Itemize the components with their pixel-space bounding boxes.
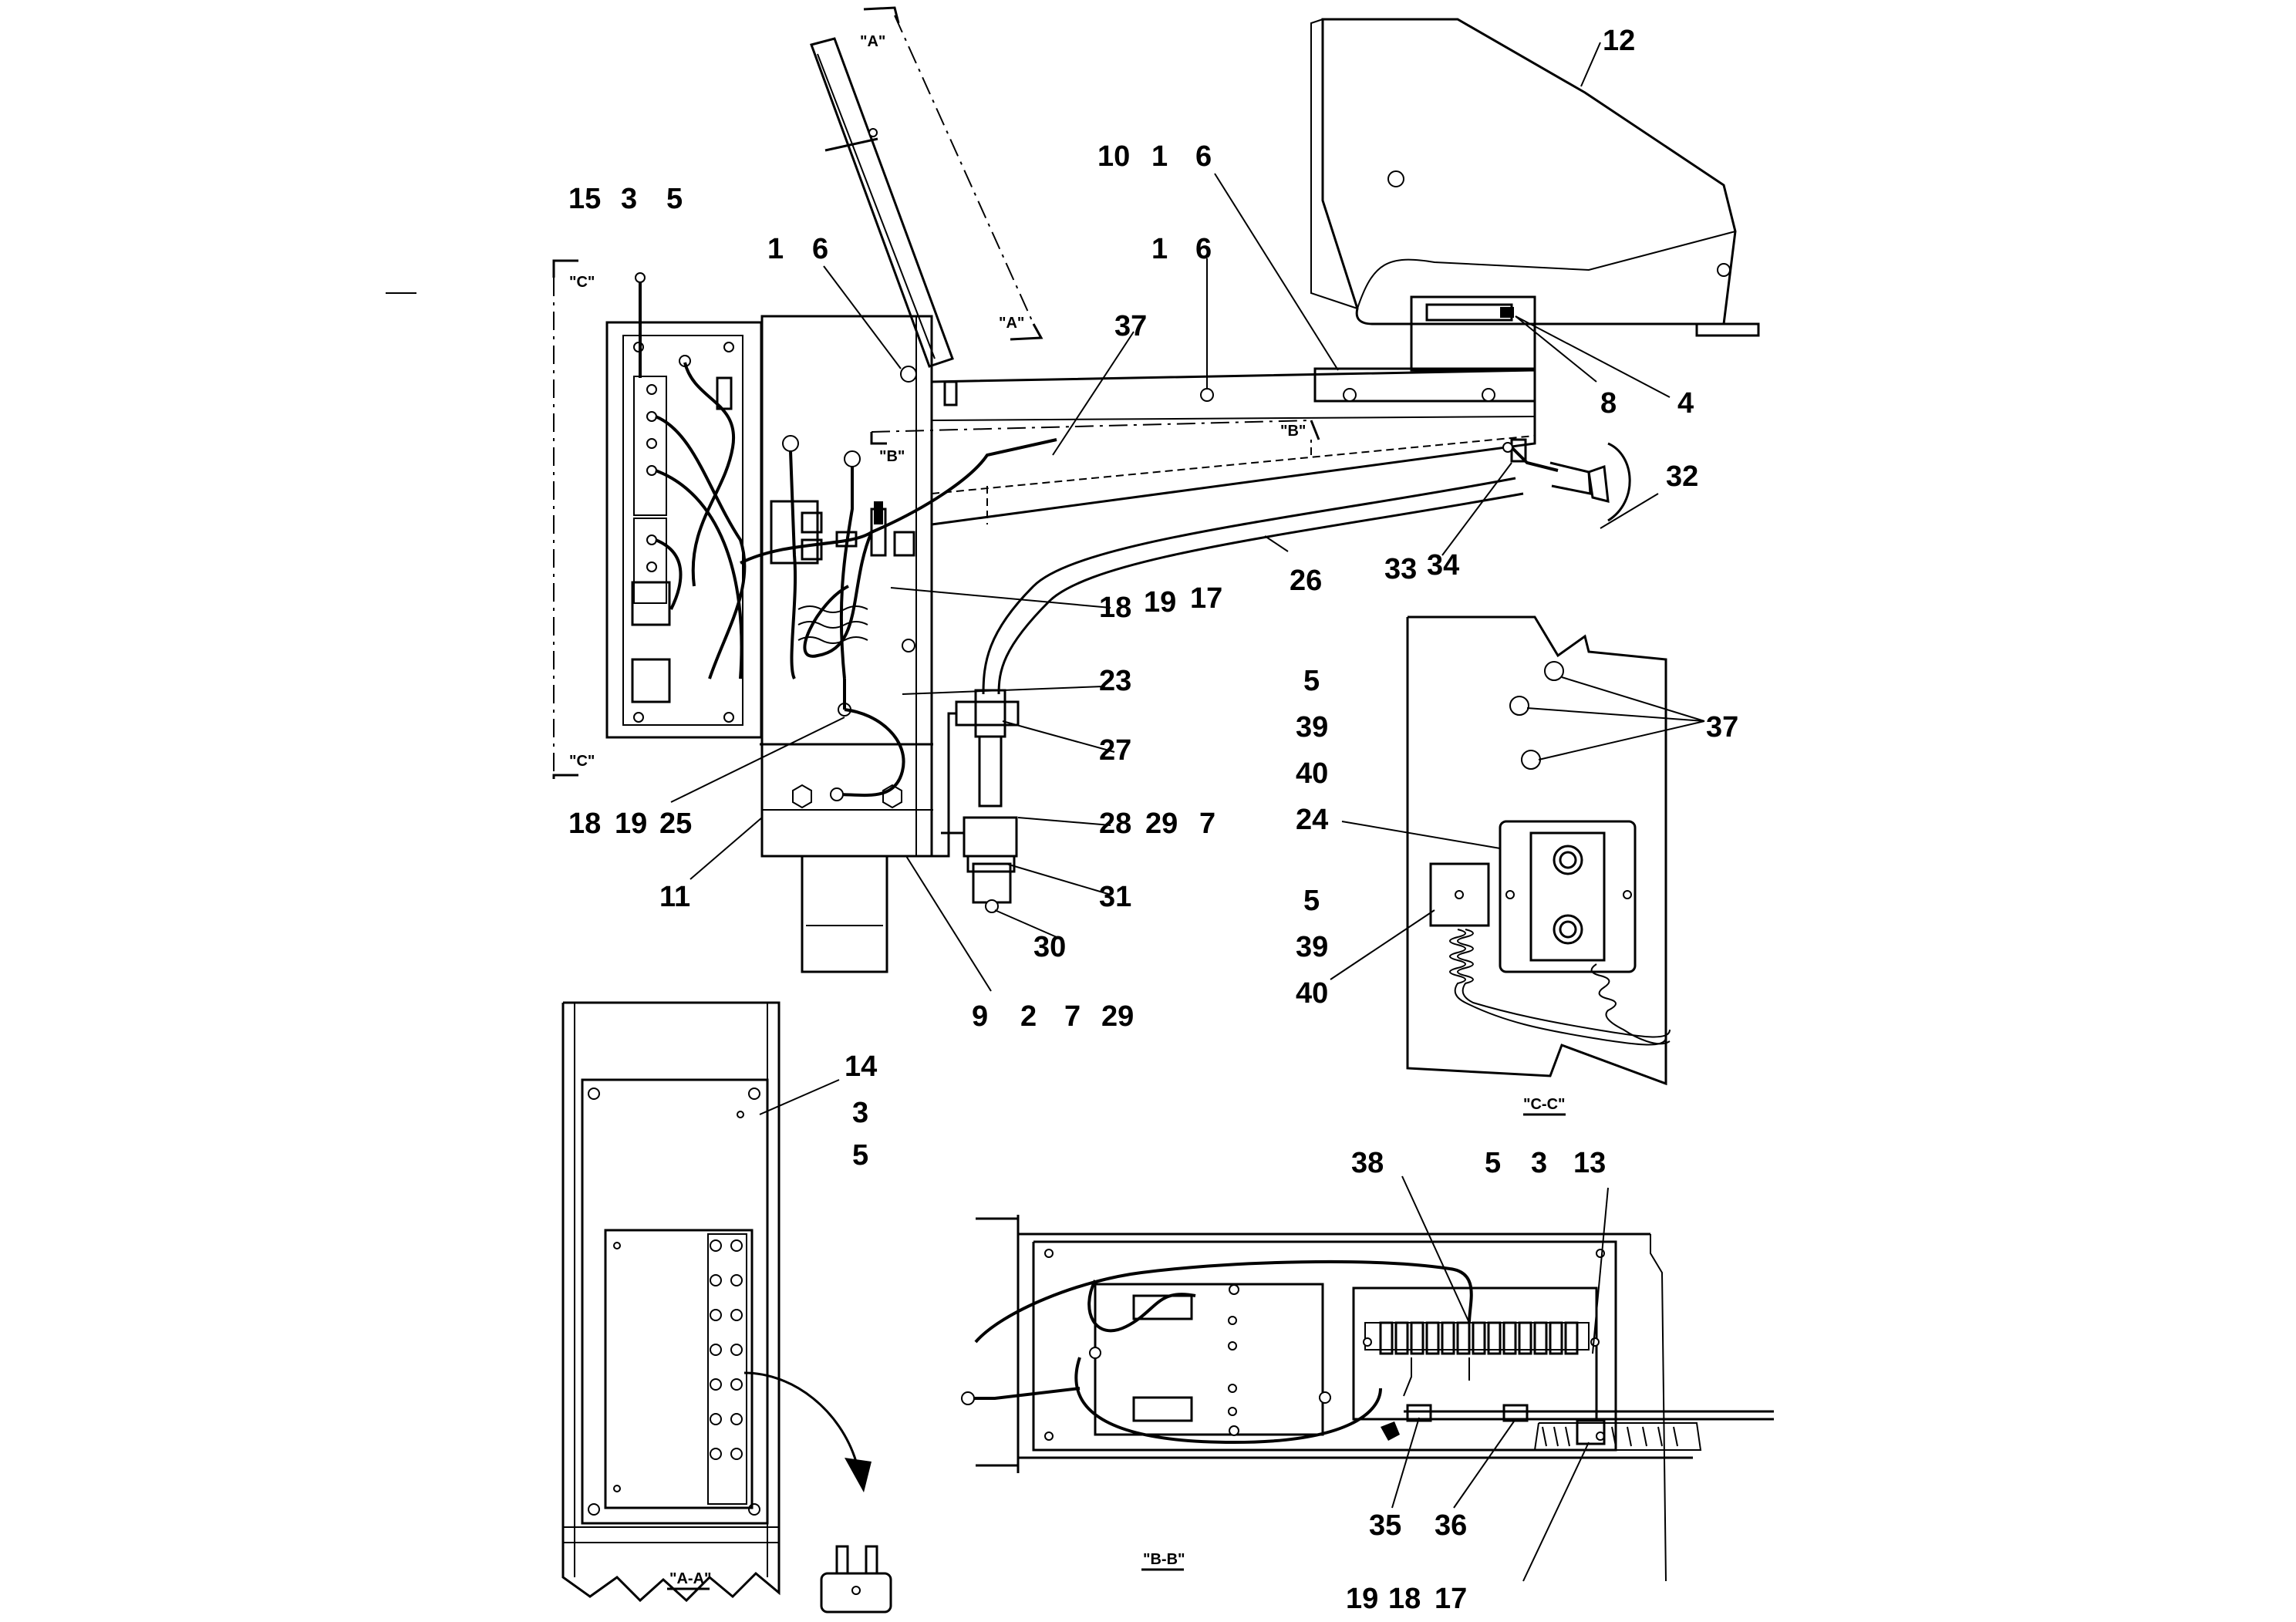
view-title-c-c: "C-C" <box>1523 1096 1566 1113</box>
callout-19: 19 <box>615 808 647 840</box>
callout-18: 18 <box>568 808 601 840</box>
callout-37: 37 <box>1706 711 1738 744</box>
callout-7: 7 <box>1064 1000 1081 1033</box>
callout-6: 6 <box>1195 233 1212 265</box>
leader-lines <box>386 42 1671 992</box>
operator-console <box>1310 18 1760 372</box>
section-line-b <box>870 420 1320 445</box>
callout-3: 3 <box>1531 1147 1547 1179</box>
callout-11: 11 <box>659 881 690 913</box>
callout-9: 9 <box>972 1000 988 1033</box>
callout-30: 30 <box>1033 931 1066 963</box>
main-assembly <box>386 6 1760 992</box>
callout-19: 19 <box>1144 586 1176 619</box>
callout-39: 39 <box>1296 711 1328 744</box>
callout-18: 18 <box>1388 1583 1421 1615</box>
callout-12: 12 <box>1603 25 1635 57</box>
callout-8: 8 <box>1600 387 1617 420</box>
callout-2: 2 <box>1020 1000 1037 1033</box>
callout-1: 1 <box>1151 233 1168 265</box>
callout-18: 18 <box>1099 592 1131 624</box>
callout-39: 39 <box>1296 931 1328 963</box>
callout-14: 14 <box>845 1050 877 1083</box>
callout-26: 26 <box>1290 565 1322 597</box>
callout-5: 5 <box>666 183 683 215</box>
callout-1: 1 <box>1151 140 1168 173</box>
view-a-a <box>561 1001 892 1614</box>
callout-17: 17 <box>1190 582 1222 615</box>
callout-27: 27 <box>1099 734 1131 767</box>
callout-3: 3 <box>621 183 637 215</box>
callout-28: 28 <box>1099 808 1131 840</box>
section-labels: "A" "A" "B" "B" "C" "C" "C-C" "A-A" "B-B… <box>569 33 1566 1587</box>
callout-23: 23 <box>1099 665 1131 697</box>
callout-29: 29 <box>1145 808 1178 840</box>
callout-25: 25 <box>659 808 692 840</box>
section-label-c-bottom: "C" <box>569 753 595 770</box>
callout-5: 5 <box>1485 1147 1501 1179</box>
callout-40: 40 <box>1296 977 1328 1010</box>
callout-3: 3 <box>852 1097 868 1129</box>
callout-10: 10 <box>1097 140 1130 173</box>
view-c-c <box>1330 615 1705 1116</box>
side-panel <box>605 272 763 739</box>
callout-29: 29 <box>1101 1000 1134 1033</box>
callout-37: 37 <box>1114 310 1147 342</box>
callout-6: 6 <box>812 233 828 265</box>
section-label-b-right: "B" <box>1280 423 1306 440</box>
view-title-b-b: "B-B" <box>1143 1551 1185 1568</box>
callout-33: 33 <box>1384 553 1417 585</box>
section-label-b-left: "B" <box>879 448 905 465</box>
callout-32: 32 <box>1666 460 1698 493</box>
electrical-box <box>760 315 933 973</box>
callout-6: 6 <box>1195 140 1212 173</box>
box-wiring <box>740 435 1057 801</box>
callout-5: 5 <box>1303 885 1320 917</box>
cable-conduit <box>925 477 1524 913</box>
section-label-c-top: "C" <box>569 274 595 291</box>
callout-1: 1 <box>767 233 784 265</box>
callout-13: 13 <box>1573 1147 1606 1179</box>
section-label-a-top: "A" <box>860 33 885 50</box>
boom-arm <box>930 367 1631 526</box>
view-b-b <box>961 1175 1774 1582</box>
callout-numbers: 12 10 1 6 15 3 5 1 6 1 6 37 8 4 32 33 34… <box>568 25 1738 1615</box>
callout-38: 38 <box>1351 1147 1384 1179</box>
section-label-a-right: "A" <box>999 315 1024 332</box>
callout-36: 36 <box>1435 1509 1467 1542</box>
hinged-cover <box>810 37 954 368</box>
section-line-c <box>552 259 578 779</box>
callout-19: 19 <box>1346 1583 1378 1615</box>
callout-31: 31 <box>1099 881 1131 913</box>
callout-40: 40 <box>1296 757 1328 790</box>
callout-4: 4 <box>1677 387 1694 420</box>
callout-34: 34 <box>1427 549 1459 582</box>
callout-17: 17 <box>1435 1583 1467 1615</box>
view-title-a-a: "A-A" <box>669 1570 712 1587</box>
callout-7: 7 <box>1199 808 1215 840</box>
callout-5: 5 <box>1303 665 1320 697</box>
callout-5: 5 <box>852 1139 868 1172</box>
callout-15: 15 <box>568 183 601 215</box>
callout-24: 24 <box>1296 804 1328 836</box>
section-line-a <box>863 6 1043 341</box>
callout-35: 35 <box>1369 1509 1401 1542</box>
